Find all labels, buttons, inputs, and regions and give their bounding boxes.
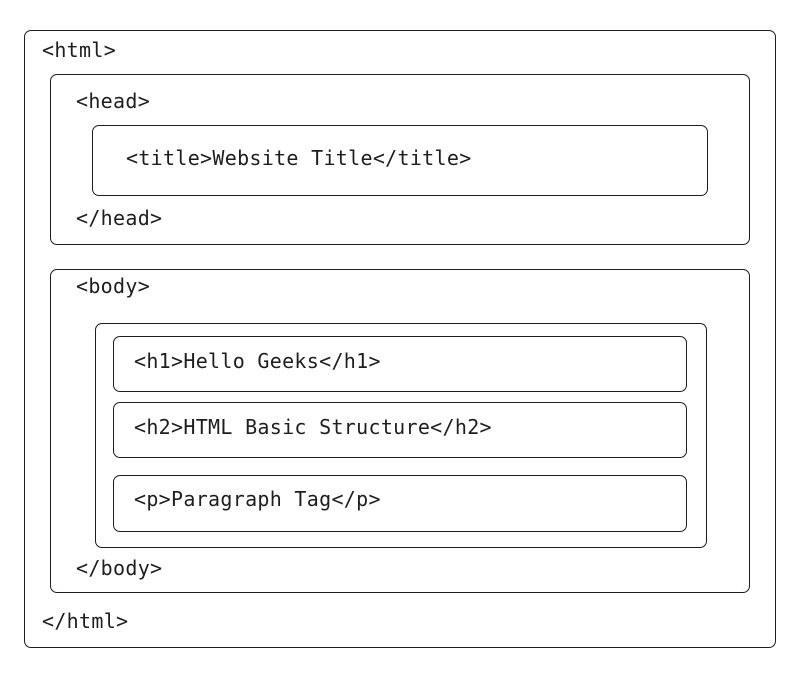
html-container [24, 30, 776, 648]
head-close-tag: </head> [76, 206, 163, 230]
head-container [50, 74, 750, 245]
body-container [50, 269, 750, 593]
h1-node-label: <h1>Hello Geeks</h1> [134, 349, 381, 373]
html-close-tag: </html> [42, 609, 129, 633]
html-open-tag: <html> [42, 38, 117, 62]
body-close-tag: </body> [76, 556, 163, 580]
h2-node [113, 402, 687, 458]
h1-node [113, 336, 687, 392]
title-node [92, 125, 708, 196]
head-open-tag: <head> [76, 89, 151, 113]
body-open-tag: <body> [76, 274, 151, 298]
title-node-label: <title>Website Title</title> [126, 146, 472, 170]
p-node [113, 475, 687, 532]
p-node-label: <p>Paragraph Tag</p> [134, 487, 381, 511]
h2-node-label: <h2>HTML Basic Structure</h2> [134, 415, 492, 439]
body-children-group [95, 323, 707, 548]
